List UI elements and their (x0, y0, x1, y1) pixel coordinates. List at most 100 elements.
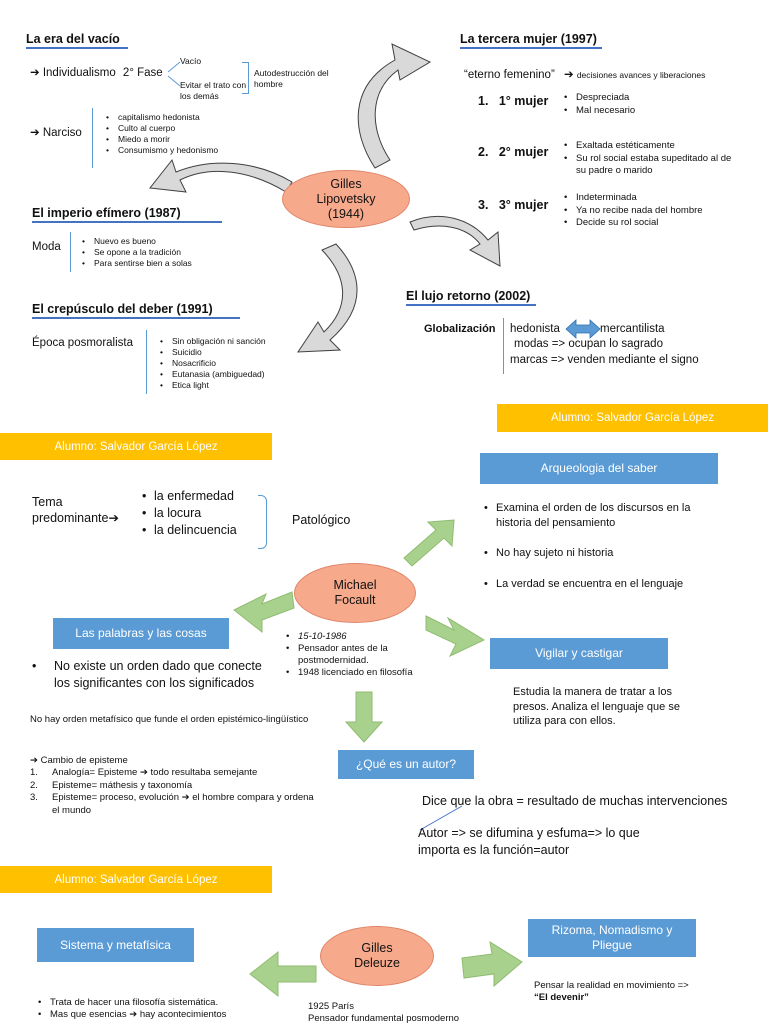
alumno-banner-1: Alumno: Salvador García López (497, 404, 768, 432)
list-item: Para sentirse bien a solas (80, 258, 230, 269)
tema-label: Tema predominante➔ (32, 495, 119, 525)
rizoma-line2: “El devenir” (534, 992, 589, 1003)
list-item: Consumismo y hedonismo (104, 145, 234, 156)
deleuze-bio: 1925 París Pensador fundamental posmoder… (308, 1001, 508, 1025)
mujer-2-list: Exaltada estéticamente Su rol social est… (562, 140, 742, 178)
curved-arrow-to-imperio (149, 158, 293, 193)
bio-line: Pensador fundamental posmoderno (308, 1013, 460, 1024)
green-arrow-to-palabras (233, 591, 295, 634)
list-item: No hay sujeto ni historia (482, 546, 702, 561)
list-item: Decide su rol social (562, 217, 742, 230)
narciso-label: Narciso (42, 127, 82, 139)
eterno-result: decisiones avances y liberaciones (576, 70, 706, 80)
autor-line2: Autor => se difumina y esfuma=> lo que i… (418, 826, 640, 857)
arrow-right-icon: ➔ (30, 755, 38, 766)
list-item: 15-10-1986 (284, 631, 414, 643)
curved-arrow-to-tercera (357, 43, 432, 169)
green-arrow-to-arqueologia (403, 519, 455, 567)
arrow-right-icon: ➔ (129, 1009, 138, 1020)
narciso-list: capitalismo hedonista Culto al cuerpo Mi… (104, 112, 234, 156)
list-item: capitalismo hedonista (104, 112, 234, 123)
list-item: Nuevo es bueno (80, 236, 230, 247)
era-vacio-underline (26, 47, 128, 49)
tercera-title: La tercera mujer (1997) (460, 32, 597, 46)
crepusculo-title: El crepúsculo del deber (1991) (32, 302, 213, 316)
list-item: Sin obligación ni sanción (158, 336, 288, 347)
list-item: 1. Analogía= Episteme ➔ todo resultaba s… (30, 767, 258, 778)
mercantilista-label: mercantilista (600, 323, 665, 335)
posmoralista-list: Sin obligación ni sanción Suicidio Nosac… (158, 336, 288, 391)
crepusculo-underline (32, 317, 240, 319)
vigilar-text: Estudia la manera de tratar a los presos… (513, 686, 680, 727)
marcas-line: marcas => venden mediante el signo (510, 354, 699, 366)
arrow-right-icon: ➔ (181, 792, 190, 803)
globalizacion-label: Globalización (424, 323, 496, 335)
hedonista-label: hedonista (510, 323, 560, 335)
tema-result: Patológico (292, 513, 351, 527)
fase-item-evitar: Evitar el trato con los demás (180, 80, 247, 101)
lujo-underline (406, 304, 536, 306)
list-item: Miedo a morir (104, 134, 234, 145)
list-item: 1948 licenciado en filosofía (284, 667, 414, 679)
vigilar-box: Vigilar y castigar (490, 638, 668, 669)
lipovetsky-center: Gilles Lipovetsky (1944) (282, 170, 410, 228)
list-item: Suicidio (158, 347, 288, 358)
arqueologia-box: Arqueologia del saber (480, 453, 718, 484)
arqueologia-list: Examina el orden de los discursos en la … (482, 501, 702, 591)
palabras-list: No existe un orden dado que conecte los … (30, 658, 280, 692)
eterno-label: “eterno femenino” (464, 69, 555, 81)
list-item: la locura (140, 505, 270, 522)
palabras-note: No hay orden metafísico que funde el ord… (30, 714, 309, 725)
palabras-box: Las palabras y las cosas (53, 618, 229, 649)
rizoma-line1: Pensar la realidad en movimiento => (534, 980, 689, 991)
sistema-list: Trata de hacer una filosofía sistemática… (36, 997, 296, 1021)
list-item: Indeterminada (562, 192, 742, 205)
arrow-right-icon: ➔ (30, 127, 40, 139)
foucault-bio-list: 15-10-1986 Pensador antes de la postmode… (284, 631, 414, 679)
mujer-3-list: Indeterminada Ya no recibe nada del homb… (562, 192, 742, 230)
list-item: 2. Episteme= máthesis y taxonomía (30, 779, 193, 791)
episteme-list: 1. Analogía= Episteme ➔ todo resultaba s… (30, 767, 320, 817)
arrow-right-icon: ➔ (30, 67, 40, 79)
narciso-row: ➔ Narciso (30, 126, 82, 141)
list-item: Nosacrificio (158, 358, 288, 369)
fase-bracket (242, 62, 249, 94)
narciso-vline (92, 108, 93, 168)
list-item: Culto al cuerpo (104, 123, 234, 134)
list-item: Examina el orden de los discursos en la … (482, 501, 702, 530)
alumno-banner-2: Alumno: Salvador García López (0, 433, 272, 460)
list-item: Eutanasia (ambiguedad) (158, 369, 288, 380)
mujer-1-list: Despreciada Mal necesario (562, 92, 742, 117)
individualismo-label: Individualismo (42, 67, 116, 79)
curved-arrow-to-crepusculo (297, 243, 358, 353)
list-item: Exaltada estéticamente (562, 140, 742, 153)
globalizacion-vline (503, 318, 504, 374)
list-item: Su rol social estaba supeditado al de su… (562, 153, 742, 178)
autor-line1: Dice que la obra = resultado de muchas i… (422, 794, 728, 808)
fase-label: 2° Fase (122, 67, 163, 79)
list-item: 3. Episteme= proceso, evolución ➔ el hom… (30, 792, 314, 816)
tema-bracket (258, 495, 267, 549)
green-arrow-to-sistema (249, 950, 317, 998)
moda-list: Nuevo es bueno Se opone a la tradición P… (80, 236, 230, 269)
list-item: Mas que esencias ➔ hay acontecimientos (36, 1009, 296, 1021)
deleuze-center: Gilles Deleuze (320, 926, 434, 986)
rizoma-text: Pensar la realidad en movimiento => “El … (534, 980, 744, 1004)
mujer-3-label: 3. 3° mujer (478, 198, 549, 212)
mujer-1-label: 1. 1° mujer (478, 94, 549, 108)
list-item: la enfermedad (140, 488, 270, 505)
list-item: Se opone a la tradición (80, 247, 230, 258)
bio-line: 1925 París (308, 1001, 354, 1012)
list-item: Trata de hacer una filosofía sistemática… (36, 997, 296, 1009)
rizoma-box: Rizoma, Nomadismo y Pliegue (528, 919, 696, 957)
arrow-right-icon: ➔ (139, 767, 148, 778)
list-item: Etica light (158, 380, 288, 391)
green-arrow-to-autor (344, 691, 384, 743)
sistema-box: Sistema y metafísica (37, 928, 194, 962)
cambio-label: Cambio de episteme (40, 755, 128, 766)
cambio-row: ➔ Cambio de episteme (30, 754, 128, 767)
modas-line: modas => ocupan lo sagrado (514, 338, 663, 350)
era-vacio-title: La era del vacío (26, 32, 120, 46)
